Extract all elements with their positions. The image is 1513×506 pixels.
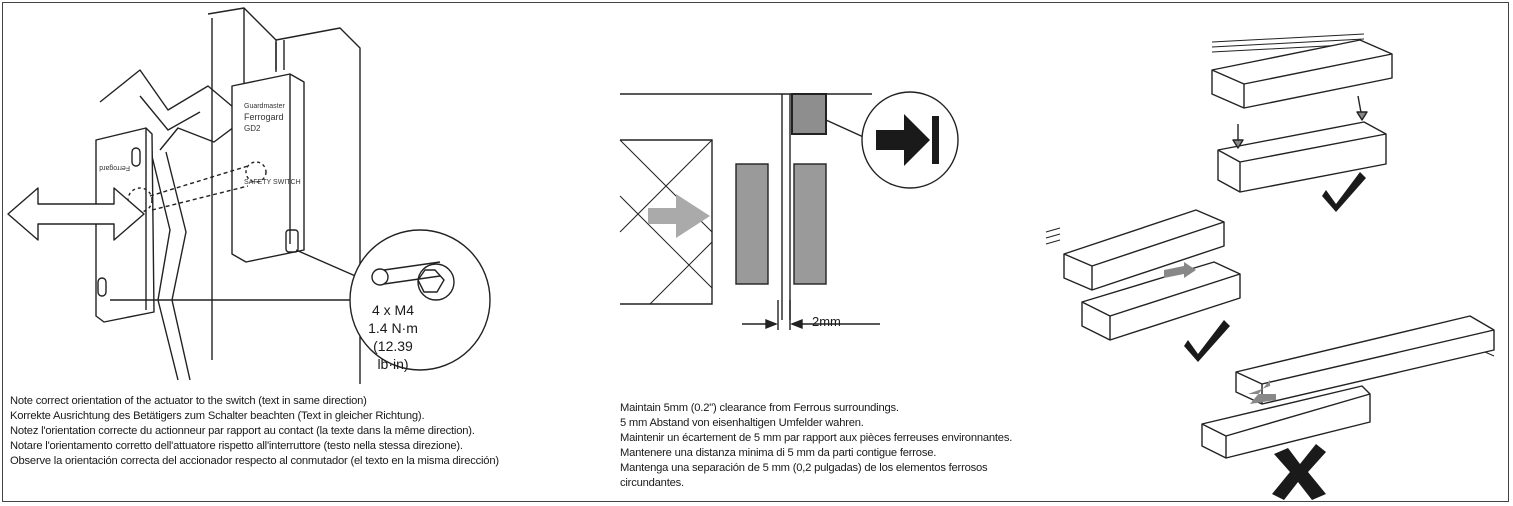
instruction-en: Note correct orientation of the actuator…	[10, 395, 367, 407]
clearance-it: Mantenere una distanza minima di 5 mm da…	[620, 447, 937, 459]
clearance-en: Maintain 5mm (0.2") clearance from Ferro…	[620, 402, 899, 414]
instruction-fr: Notez l'orientation correcte du actionne…	[10, 425, 475, 437]
switch-safety-label: SAFETY SWITCH	[244, 179, 301, 186]
screw-quantity: 4 x M4	[371, 302, 414, 318]
clearance-fr: Maintenir un écartement de 5 mm par rapp…	[620, 432, 1013, 444]
instruction-de: Korrekte Ausrichtung des Betätigers zum …	[10, 410, 425, 422]
instruction-it: Notare l'orientamento corretto dell'attu…	[10, 440, 463, 452]
switch-brand-label: Guardmaster	[244, 103, 286, 110]
gap-dimension-label: 2mm	[812, 314, 841, 329]
clearance-de: 5 mm Abstand von eisenhaltigen Umfelder …	[620, 417, 864, 429]
actuator-label: Ferrogard	[99, 164, 130, 171]
clearance-instructions: Maintain 5mm (0.2") clearance from Ferro…	[620, 401, 1040, 491]
alignment-example-3	[1201, 315, 1495, 500]
alignment-example-1	[1211, 33, 1393, 212]
orientation-instructions: Note correct orientation of the actuator…	[10, 394, 499, 469]
switch-model-label: GD2	[244, 124, 261, 133]
clearance-es: Mantenga una separación de 5 mm (0,2 pul…	[620, 462, 988, 489]
screw-torque-lbin: (12.39 lb·in)	[373, 338, 413, 372]
screw-torque-nm: 1.4 N·m	[368, 320, 418, 336]
alignment-example-2	[1045, 209, 1241, 362]
instruction-es: Observe la orientación correcta del acci…	[10, 455, 499, 467]
switch-product-label: Ferrogard	[244, 112, 284, 122]
